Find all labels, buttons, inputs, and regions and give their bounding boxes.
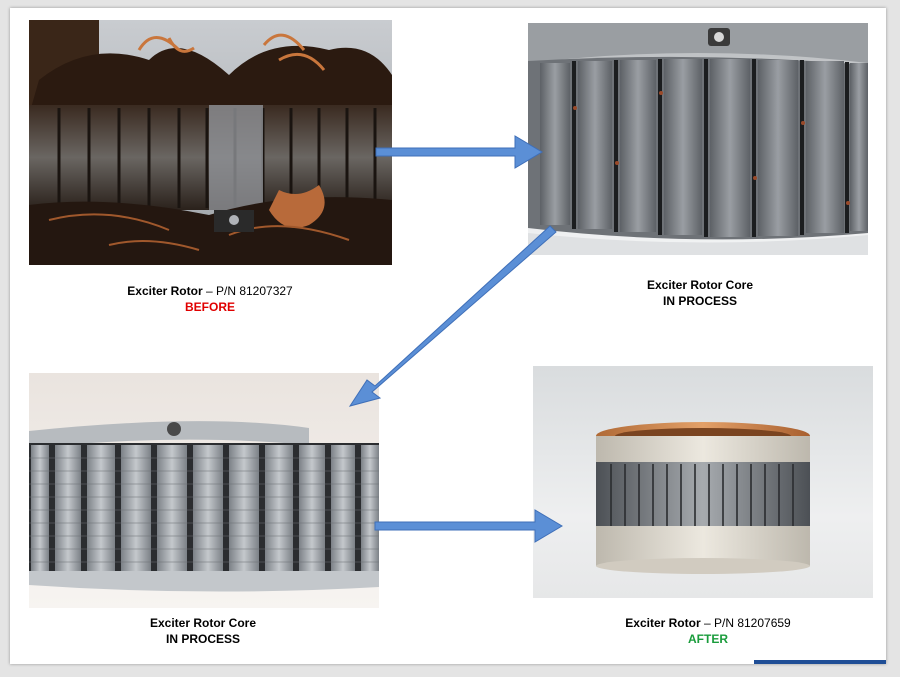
caption-part-number: – P/N 81207327: [202, 284, 293, 298]
photo-core-side: [29, 373, 379, 608]
photo-after: [533, 366, 873, 598]
photo-before: [29, 20, 392, 265]
arrow-right-bottom-icon: [374, 509, 563, 543]
flow-arrows: [348, 135, 563, 543]
caption-title: Exciter Rotor: [625, 616, 701, 630]
status-after: AFTER: [688, 632, 728, 646]
caption-after: Exciter Rotor – P/N 81207659 AFTER: [578, 615, 838, 647]
caption-part-number: – P/N 81207659: [700, 616, 791, 630]
slide: Exciter Rotor – P/N 81207327 BEFORE Exci…: [10, 8, 886, 664]
caption-core-closeup: Exciter Rotor Core IN PROCESS: [570, 277, 830, 309]
caption-before: Exciter Rotor – P/N 81207327 BEFORE: [80, 283, 340, 315]
caption-title: Exciter Rotor: [127, 284, 203, 298]
core-side-teeth: [31, 445, 379, 571]
stator-slots: [610, 464, 794, 526]
core-teeth: [540, 59, 868, 237]
arrow-right-top-icon: [375, 135, 543, 169]
caption-title: Exciter Rotor Core: [149, 616, 257, 630]
status-before: BEFORE: [184, 300, 235, 314]
photo-core-closeup: [528, 23, 868, 255]
arrow-diagonal-icon: [348, 225, 557, 407]
status-in-process: IN PROCESS: [662, 294, 737, 308]
accent-bar: [754, 660, 886, 664]
caption-core-side: Exciter Rotor Core IN PROCESS: [73, 615, 333, 647]
status-in-process: IN PROCESS: [165, 632, 240, 646]
caption-title: Exciter Rotor Core: [646, 278, 754, 292]
